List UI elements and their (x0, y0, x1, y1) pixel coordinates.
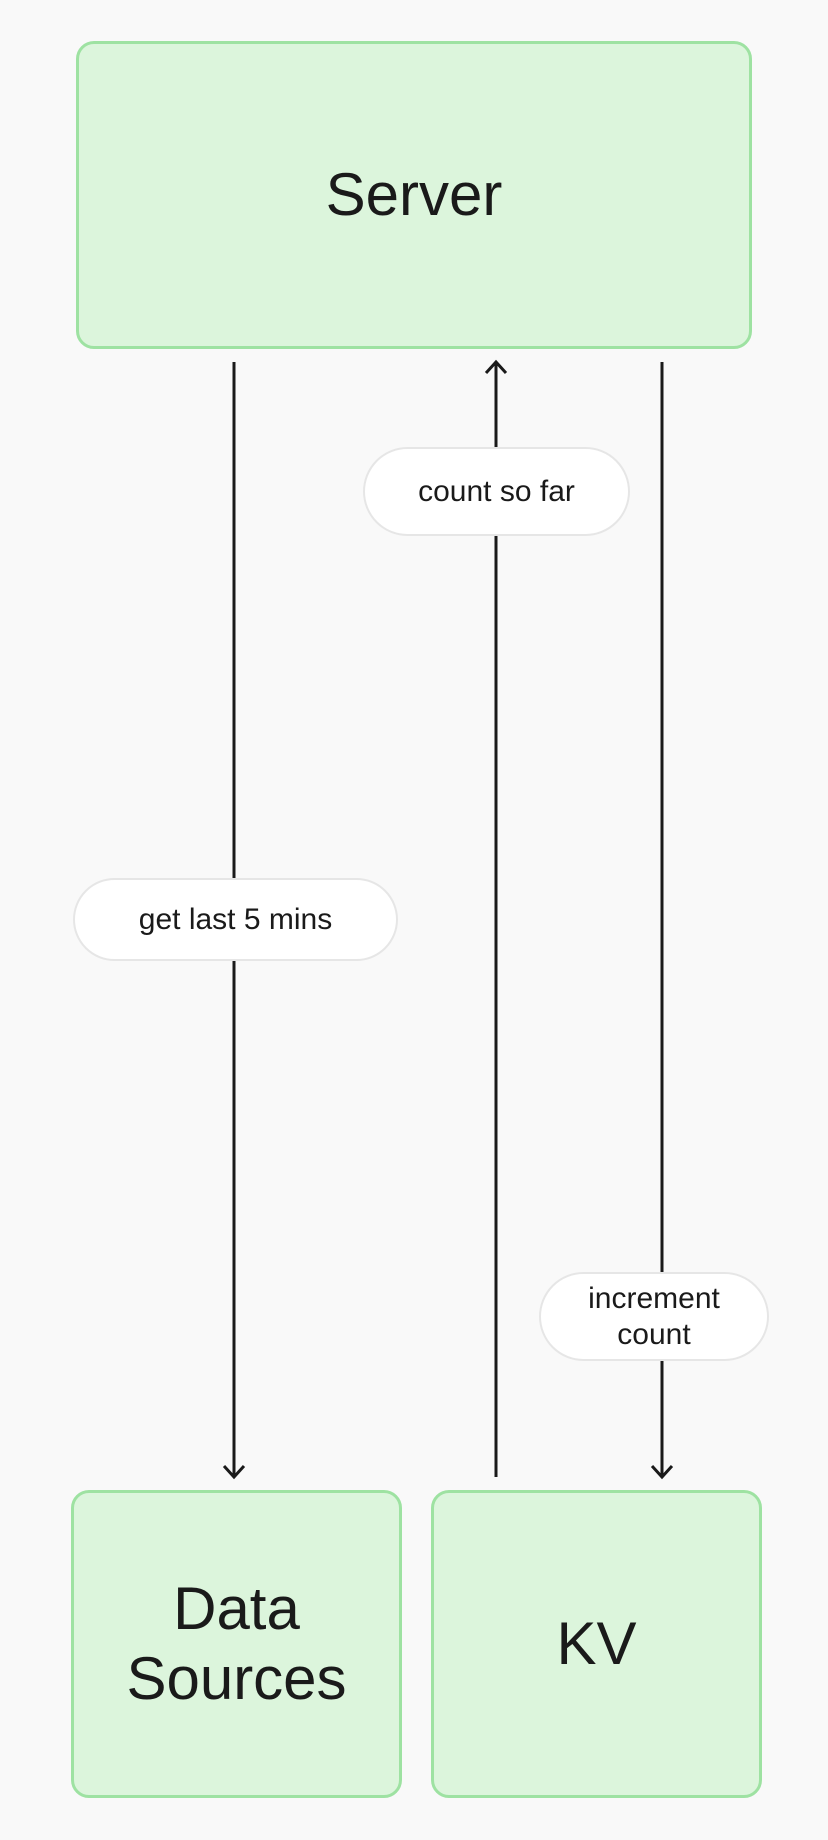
get-last-5-mins-label: get last 5 mins (138, 902, 333, 936)
count-so-far-label: count so far (418, 474, 575, 508)
kv-node: KV (431, 1490, 762, 1798)
edge-label-increment-count: increment count (539, 1272, 769, 1361)
server-label: Server (325, 161, 503, 229)
server-node: Server (76, 41, 752, 349)
edge-kv-to-server (484, 359, 508, 1477)
edge-label-count-so-far: count so far (363, 447, 630, 536)
kv-label: KV (556, 1610, 637, 1678)
data-sources-node: Data Sources (71, 1490, 402, 1798)
data-sources-label: Data Sources (126, 1575, 347, 1712)
increment-count-label: increment count (588, 1281, 720, 1351)
edge-label-get-last-5-mins: get last 5 mins (73, 878, 398, 961)
